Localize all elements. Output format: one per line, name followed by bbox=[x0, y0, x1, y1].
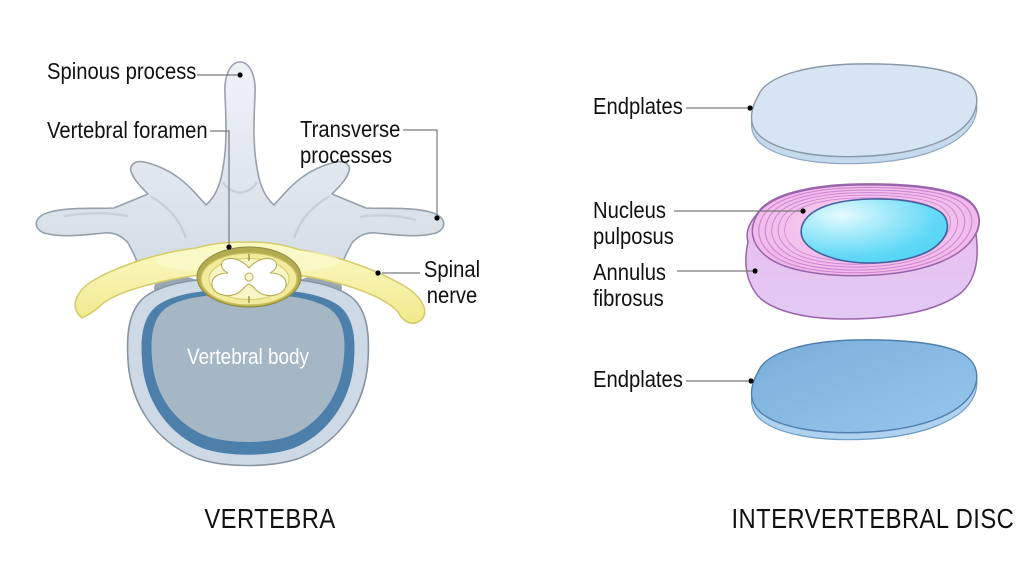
vertebral-body-inner bbox=[151, 295, 345, 442]
leader-lines bbox=[197, 74, 800, 382]
annulus-fibrosus bbox=[745, 183, 981, 320]
bone-shading bbox=[63, 181, 417, 239]
leader-vertebral-foramen bbox=[210, 130, 230, 244]
endplate-bottom bbox=[750, 339, 978, 441]
label-endplates-bottom: Endplates bbox=[593, 366, 683, 392]
nucleus-pulposus-shape bbox=[800, 198, 949, 264]
label-transverse-processes: Transverse processes bbox=[300, 116, 401, 168]
vertebral-body: Vertebral body bbox=[126, 277, 370, 467]
endplate-top-surface bbox=[750, 63, 978, 158]
label-annulus-fibrosus: Annulus fibrosus bbox=[593, 259, 667, 311]
spinal-cord bbox=[196, 246, 302, 308]
vertebra-illustration: Vertebral body bbox=[35, 61, 445, 467]
caption-intervertebral-disc: INTERVERTEBRAL DISC bbox=[731, 503, 1015, 534]
endplate-bottom-surface bbox=[750, 339, 978, 434]
label-endplates-top: Endplates bbox=[593, 93, 683, 119]
label-spinal-nerve: Spinal nerve bbox=[423, 256, 481, 308]
label-nucleus-pulposus: Nucleus pulposus bbox=[593, 197, 674, 249]
vertebral-body-label: Vertebral body bbox=[187, 345, 310, 370]
endplate-top bbox=[750, 63, 978, 165]
leader-dots bbox=[226, 72, 806, 384]
label-spinous-process: Spinous process bbox=[47, 58, 197, 84]
disc-illustration bbox=[745, 63, 981, 441]
leader-transverse-processes bbox=[403, 129, 438, 215]
central-canal bbox=[244, 272, 254, 282]
caption-vertebra: VERTEBRA bbox=[204, 503, 336, 534]
label-vertebral-foramen: Vertebral foramen bbox=[47, 117, 208, 143]
